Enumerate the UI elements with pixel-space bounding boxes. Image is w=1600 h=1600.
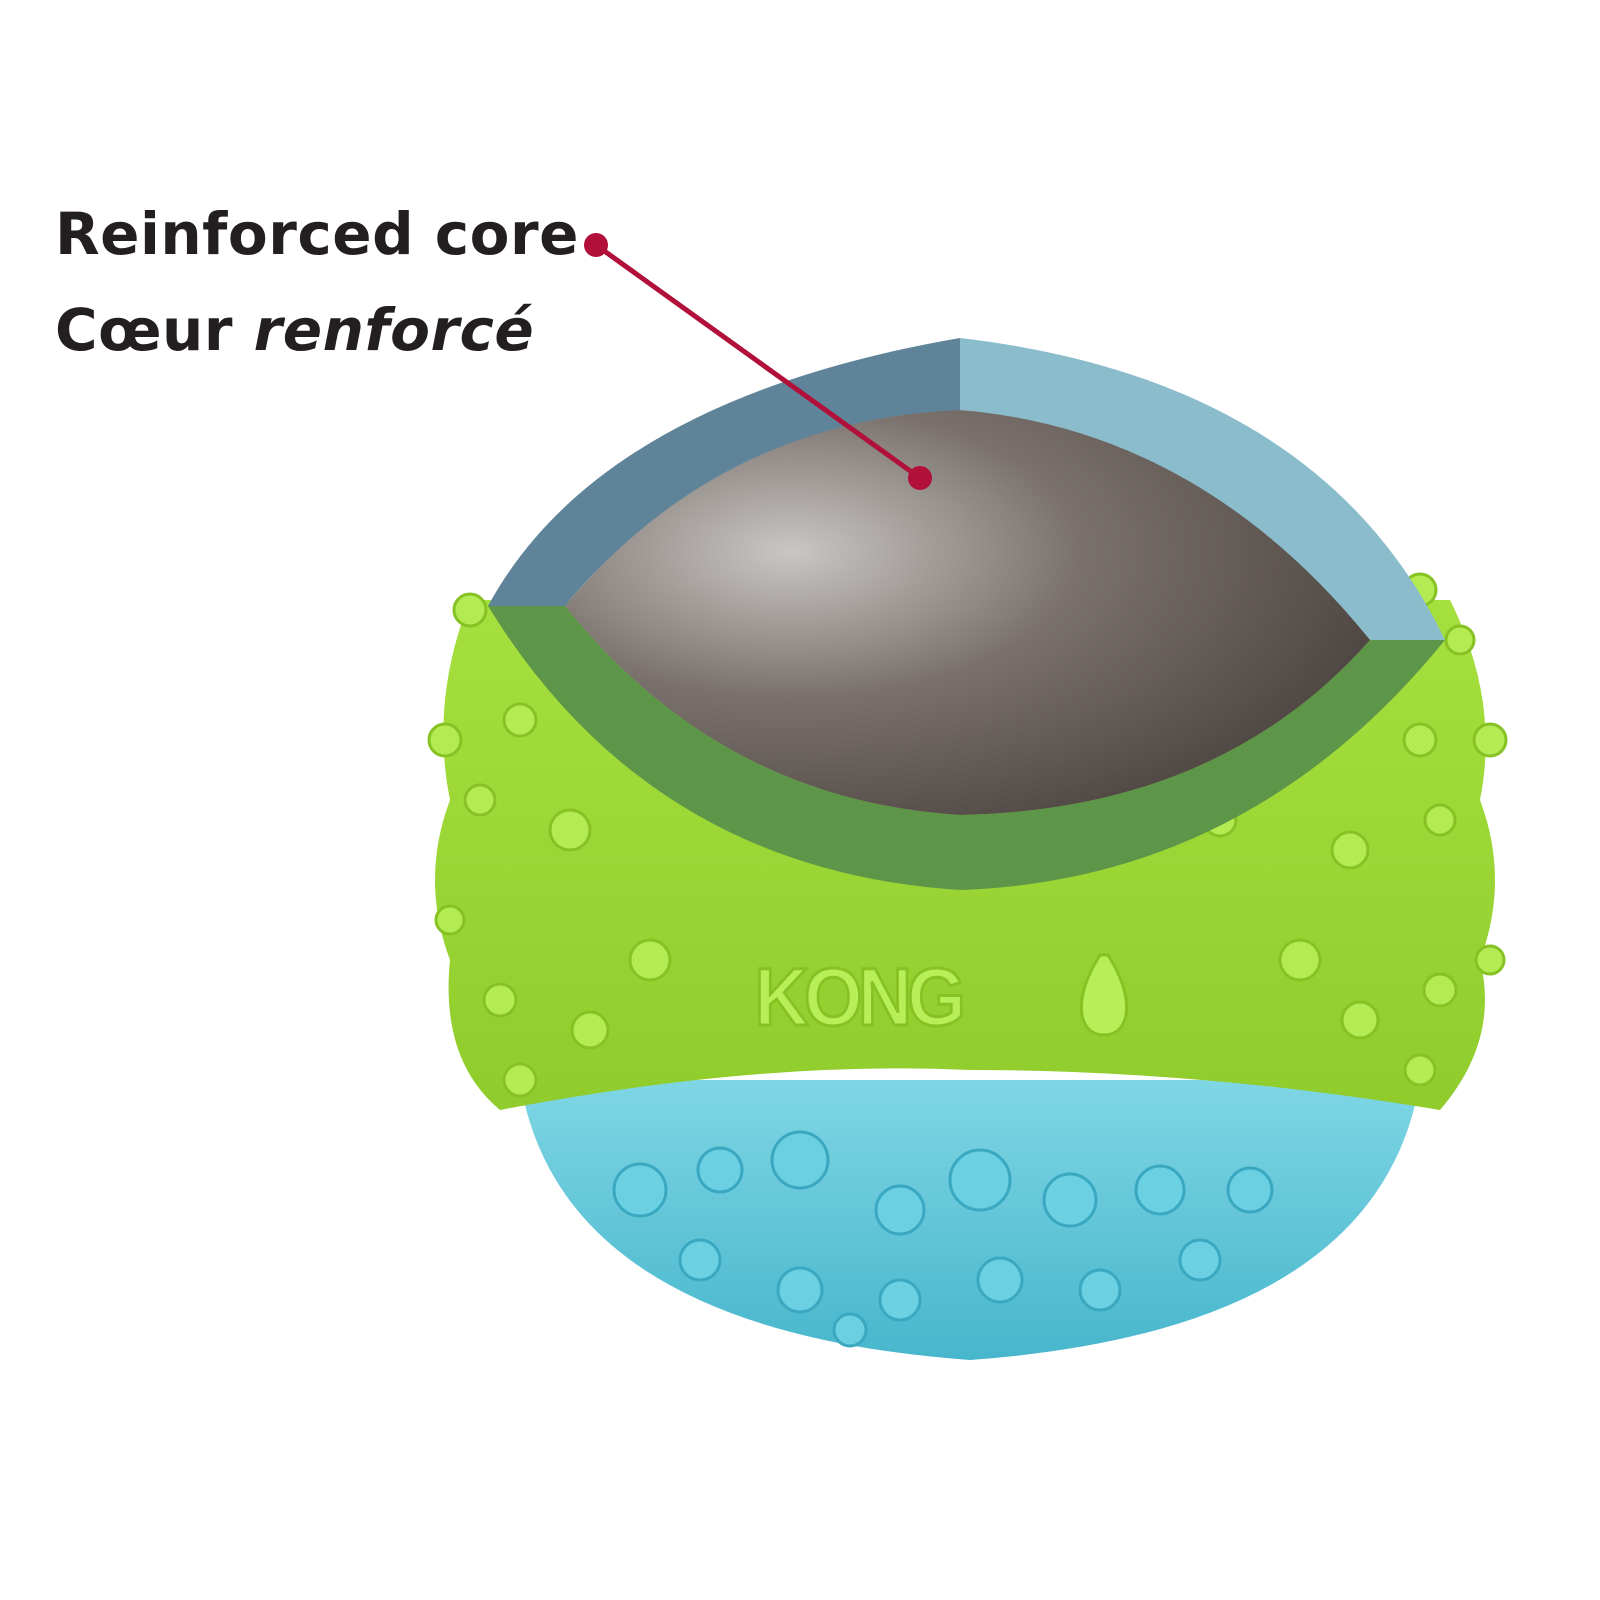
callout-line bbox=[594, 242, 922, 481]
blue-texture-bumps bbox=[612, 1130, 1274, 1348]
shell-cut-left bbox=[488, 338, 960, 606]
callout-french-word2: renforcé bbox=[253, 296, 535, 364]
callout-french-word1: Cœur bbox=[55, 296, 233, 364]
callout-dot-start bbox=[584, 233, 608, 257]
ball-blue-bottom bbox=[520, 1080, 1420, 1360]
callout-label-french: Cœur renforcé bbox=[55, 296, 534, 364]
callout-label-english: Reinforced core bbox=[55, 200, 579, 268]
shell-cut-right bbox=[960, 338, 1445, 640]
green-cut bbox=[488, 606, 1445, 890]
reinforced-core bbox=[565, 410, 1370, 815]
green-nubs bbox=[427, 572, 1508, 1098]
kong-logo: KONG bbox=[754, 951, 966, 1043]
kong-logo-mark bbox=[1079, 953, 1129, 1037]
callout-dot-end bbox=[908, 466, 932, 490]
